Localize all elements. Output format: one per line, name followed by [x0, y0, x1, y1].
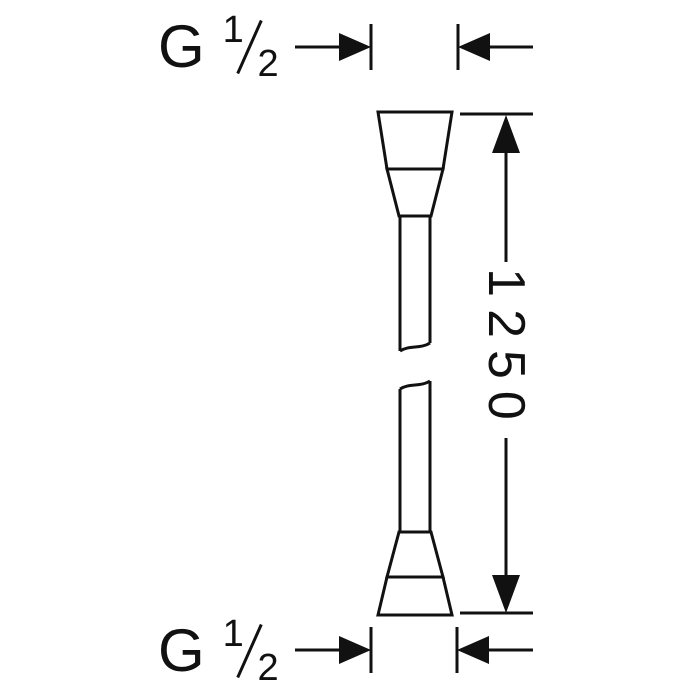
fraction-denominator-top: 2 [257, 43, 279, 85]
thread-size-label-bottom: G 1 2 [158, 615, 279, 687]
thread-letter-top: G [158, 13, 205, 80]
length-dim-arrow-down [492, 575, 520, 613]
bottom-dim-arrow-left-pointing [457, 636, 489, 664]
thread-size-label-top: G 1 2 [158, 11, 279, 83]
hose-break-upper-edge [399, 341, 431, 353]
length-dim-arrow-up [492, 115, 520, 153]
hose-top-neck [385, 167, 445, 218]
top-width-dimension [295, 24, 533, 70]
hose-outline [376, 110, 454, 617]
hose-bottom-cone-nut [376, 575, 454, 617]
bottom-width-dimension [295, 627, 533, 673]
fraction-numerator-bottom: 1 [222, 613, 244, 655]
top-dim-arrow-right-pointing [339, 33, 371, 61]
hose-length-label: 1250 [477, 268, 535, 432]
hose-top-cone-nut [376, 110, 454, 171]
fraction-numerator-top: 1 [222, 9, 244, 51]
thread-letter-bottom: G [158, 617, 205, 684]
fraction-one-half-top: 1 2 [223, 11, 279, 83]
bottom-dim-arrow-right-pointing [339, 636, 371, 664]
fraction-one-half-bottom: 1 2 [223, 615, 279, 687]
top-dim-arrow-left-pointing [458, 33, 490, 61]
hose-break-lower-edge [399, 379, 431, 391]
length-dimension [460, 112, 533, 615]
fraction-denominator-bottom: 2 [257, 647, 279, 689]
hose-bottom-neck [385, 530, 445, 579]
